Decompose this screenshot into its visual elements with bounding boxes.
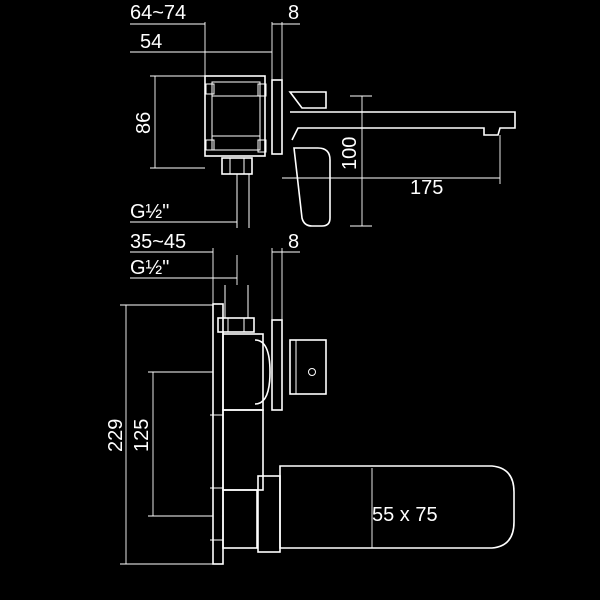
wall-plate <box>271 79 283 155</box>
body-clip <box>205 83 215 95</box>
label-plate-thickness: 8 <box>288 2 299 24</box>
handle-indicator <box>308 368 316 376</box>
label-spout-length: 175 <box>410 177 443 199</box>
handle-top <box>288 91 327 109</box>
label-outlet-size: 55 x 75 <box>372 504 438 526</box>
outlet-plate <box>257 475 281 553</box>
label-center-distance: 125 <box>131 419 153 452</box>
side-elevation-view: 64~74 8 54 86 100 175 G½" <box>130 2 516 228</box>
label-thread: G½" <box>130 257 169 279</box>
body-mid <box>222 409 264 491</box>
mixer-inner <box>211 81 261 151</box>
label-thread: G½" <box>130 201 169 223</box>
spout <box>290 111 516 141</box>
body-outlet-housing <box>222 489 258 549</box>
body-clip <box>257 83 267 97</box>
label-depth-range: 35~45 <box>130 231 186 253</box>
inlet-nut <box>221 157 253 175</box>
label-total-height: 229 <box>105 419 127 452</box>
label-body-height: 86 <box>133 112 155 134</box>
wall-plate <box>271 319 283 411</box>
handle-lever <box>293 147 331 227</box>
label-spout-height: 100 <box>339 137 361 170</box>
valve-housing <box>222 333 264 411</box>
front-elevation-view: 35~45 8 G½" 229 125 55 x 75 <box>105 231 515 565</box>
label-depth-range: 64~74 <box>130 2 186 24</box>
label-plate-thickness: 8 <box>288 231 299 253</box>
body-clip <box>205 139 215 151</box>
body-back-plate <box>212 303 224 565</box>
inlet-nut <box>217 317 255 333</box>
handle-front <box>289 339 327 395</box>
mixer-body <box>204 75 266 157</box>
body-clip <box>257 139 267 153</box>
valve-curve <box>254 339 271 405</box>
label-body-depth: 54 <box>140 31 162 53</box>
outlet-spout <box>279 465 515 549</box>
